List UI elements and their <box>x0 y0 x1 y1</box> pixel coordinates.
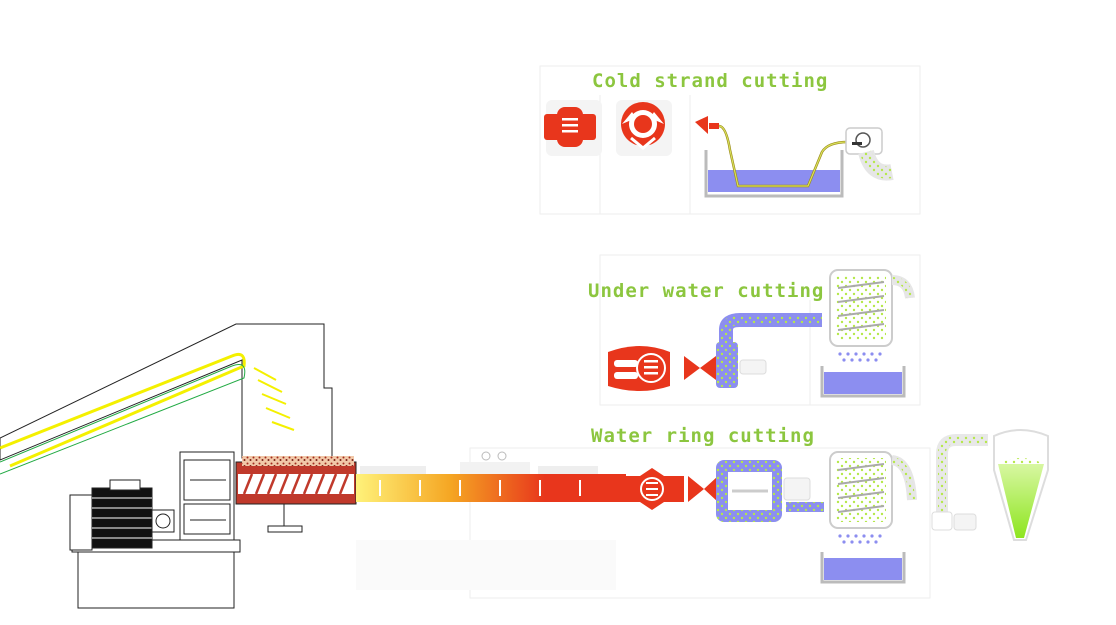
background-panels <box>469 65 931 599</box>
water-ring-chamber <box>716 460 824 522</box>
water-ring-cutting-label: Water ring cutting <box>591 425 815 447</box>
cold-strand-line <box>695 116 894 198</box>
melt-channel <box>356 451 626 502</box>
feeder-housing <box>0 323 333 461</box>
feeder-screw-tube <box>0 352 295 475</box>
cold-strand-die-icon <box>544 100 602 156</box>
under-water-pipe <box>716 313 822 388</box>
under-water-dryer <box>820 269 915 398</box>
under-water-cutting-label: Under water cutting <box>588 280 825 302</box>
gearbox-icon <box>179 451 235 541</box>
panel-shadow <box>356 540 616 590</box>
die-head-icon <box>620 468 718 510</box>
pneumatic-conveyor <box>931 434 988 531</box>
under-water-die-icon <box>608 346 716 391</box>
cold-strand-cutter-icon <box>616 100 672 156</box>
cold-strand-cutting-label: Cold strand cutting <box>592 70 829 92</box>
electric-motor-icon <box>69 479 241 609</box>
extruder-barrel <box>235 456 357 533</box>
water-ring-dryer <box>820 451 917 584</box>
cyclone-silo-icon <box>993 429 1049 541</box>
